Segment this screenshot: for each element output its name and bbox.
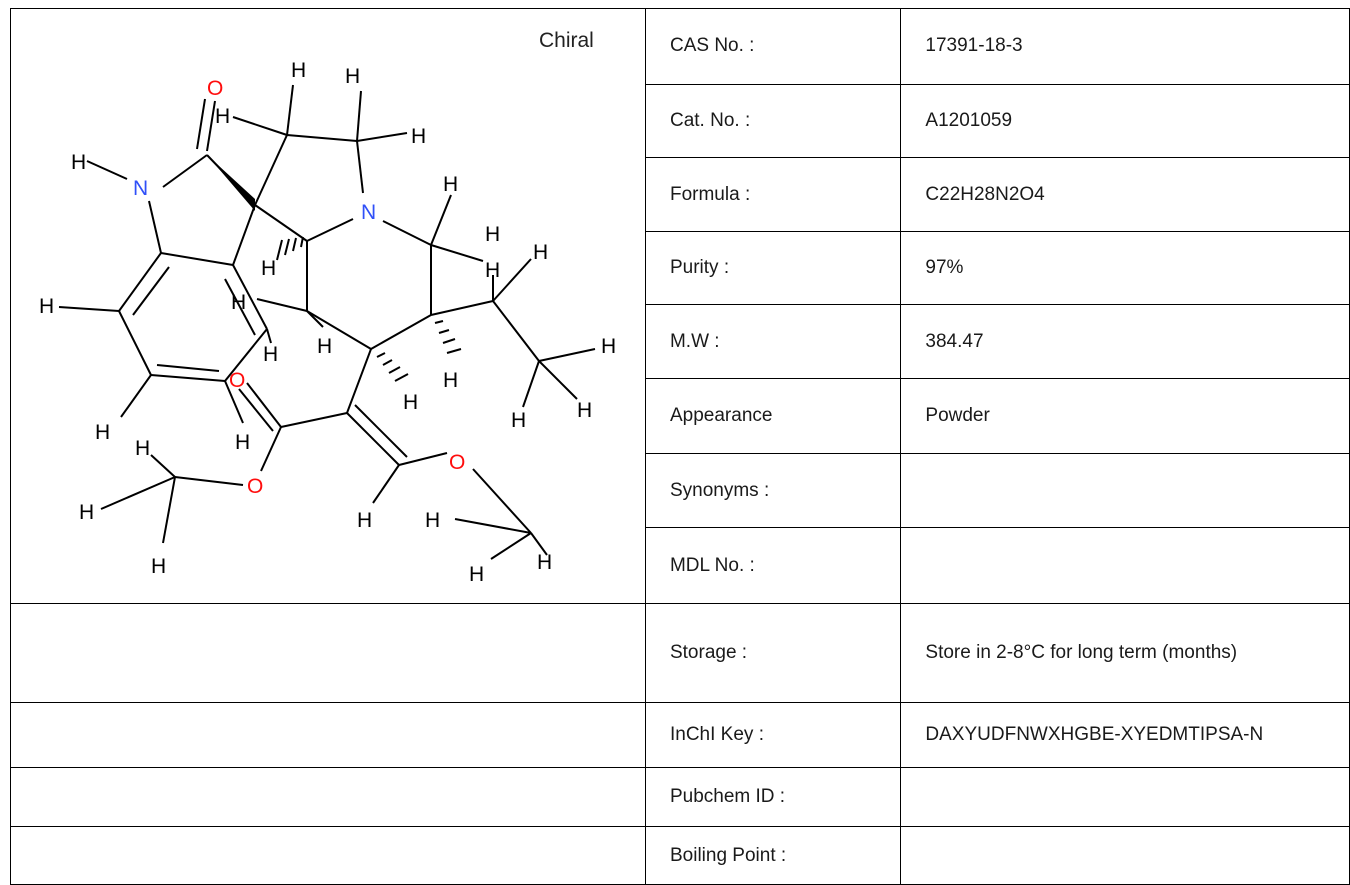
svg-text:O: O bbox=[247, 475, 263, 498]
spec-label-pubchem: Pubchem ID : bbox=[644, 767, 902, 827]
svg-text:H: H bbox=[357, 509, 372, 532]
svg-text:H: H bbox=[261, 257, 276, 280]
svg-text:O: O bbox=[449, 451, 465, 474]
hashed-bonds bbox=[276, 236, 462, 382]
spec-label-formula: Formula : bbox=[644, 157, 902, 232]
svg-text:H: H bbox=[317, 335, 332, 358]
svg-text:H: H bbox=[135, 437, 150, 460]
structure-cell: Chiral bbox=[10, 8, 646, 604]
atom-labels: O N N O O O H H H H H H H H H H H bbox=[39, 59, 616, 586]
svg-text:H: H bbox=[533, 241, 548, 264]
svg-text:H: H bbox=[263, 343, 278, 366]
blank-cell bbox=[10, 702, 646, 768]
svg-text:H: H bbox=[577, 399, 592, 422]
svg-text:H: H bbox=[215, 105, 230, 128]
svg-text:H: H bbox=[425, 509, 440, 532]
svg-text:H: H bbox=[95, 421, 110, 444]
svg-text:H: H bbox=[485, 259, 500, 282]
svg-text:H: H bbox=[601, 335, 616, 358]
svg-text:H: H bbox=[345, 65, 360, 88]
spec-value-mdl bbox=[900, 527, 1350, 604]
spec-value-synonyms bbox=[900, 452, 1350, 529]
svg-text:H: H bbox=[537, 551, 552, 574]
svg-text:O: O bbox=[207, 77, 223, 100]
product-spec-sheet: Chiral bbox=[10, 8, 1350, 885]
spec-value-boiling bbox=[900, 826, 1350, 885]
spec-label-appearance: Appearance bbox=[644, 378, 902, 454]
blank-cell bbox=[10, 826, 646, 885]
wedges bbox=[207, 155, 255, 211]
spec-value-cat: A1201059 bbox=[900, 83, 1350, 159]
spec-value-appearance: Powder bbox=[900, 378, 1350, 454]
spec-label-mdl: MDL No. : bbox=[644, 527, 902, 604]
blank-cell bbox=[10, 603, 646, 703]
svg-text:O: O bbox=[229, 369, 245, 392]
spec-label-cas: CAS No. : bbox=[644, 8, 902, 85]
spec-value-inchi: DAXYUDFNWXHGBE-XYEDMTIPSA-N bbox=[900, 702, 1350, 768]
spec-label-inchi: InChI Key : bbox=[644, 702, 902, 768]
spec-value-mw: 384.47 bbox=[900, 304, 1350, 380]
bonds bbox=[58, 84, 596, 560]
svg-text:H: H bbox=[443, 369, 458, 392]
chemical-structure-image: Chiral bbox=[39, 29, 616, 586]
spec-value-cas: 17391-18-3 bbox=[900, 8, 1350, 85]
blank-cell bbox=[10, 767, 646, 827]
svg-text:H: H bbox=[411, 125, 426, 148]
svg-text:H: H bbox=[71, 151, 86, 174]
chiral-label: Chiral bbox=[539, 29, 594, 52]
svg-text:H: H bbox=[469, 563, 484, 586]
spec-label-purity: Purity : bbox=[644, 230, 902, 306]
spec-table: Chiral bbox=[10, 8, 1350, 885]
spec-label-boiling: Boiling Point : bbox=[644, 826, 902, 885]
spec-label-cat: Cat. No. : bbox=[644, 83, 902, 159]
svg-text:N: N bbox=[133, 177, 148, 200]
spec-value-formula: C22H28N2O4 bbox=[900, 157, 1350, 232]
svg-text:H: H bbox=[235, 431, 250, 454]
svg-text:H: H bbox=[79, 501, 94, 524]
svg-text:H: H bbox=[39, 295, 54, 318]
svg-text:H: H bbox=[291, 59, 306, 82]
svg-text:H: H bbox=[443, 173, 458, 196]
spec-label-synonyms: Synonyms : bbox=[644, 452, 902, 529]
svg-text:H: H bbox=[511, 409, 526, 432]
svg-text:H: H bbox=[403, 391, 418, 414]
spec-value-pubchem bbox=[900, 767, 1350, 827]
spec-value-purity: 97% bbox=[900, 230, 1350, 306]
svg-text:H: H bbox=[231, 291, 246, 314]
spec-value-storage: Store in 2-8°C for long term (months) bbox=[900, 603, 1350, 703]
spec-label-mw: M.W : bbox=[644, 304, 902, 380]
spec-label-storage: Storage : bbox=[644, 603, 902, 703]
svg-text:H: H bbox=[485, 223, 500, 246]
svg-text:N: N bbox=[361, 201, 376, 224]
svg-text:H: H bbox=[151, 555, 166, 578]
